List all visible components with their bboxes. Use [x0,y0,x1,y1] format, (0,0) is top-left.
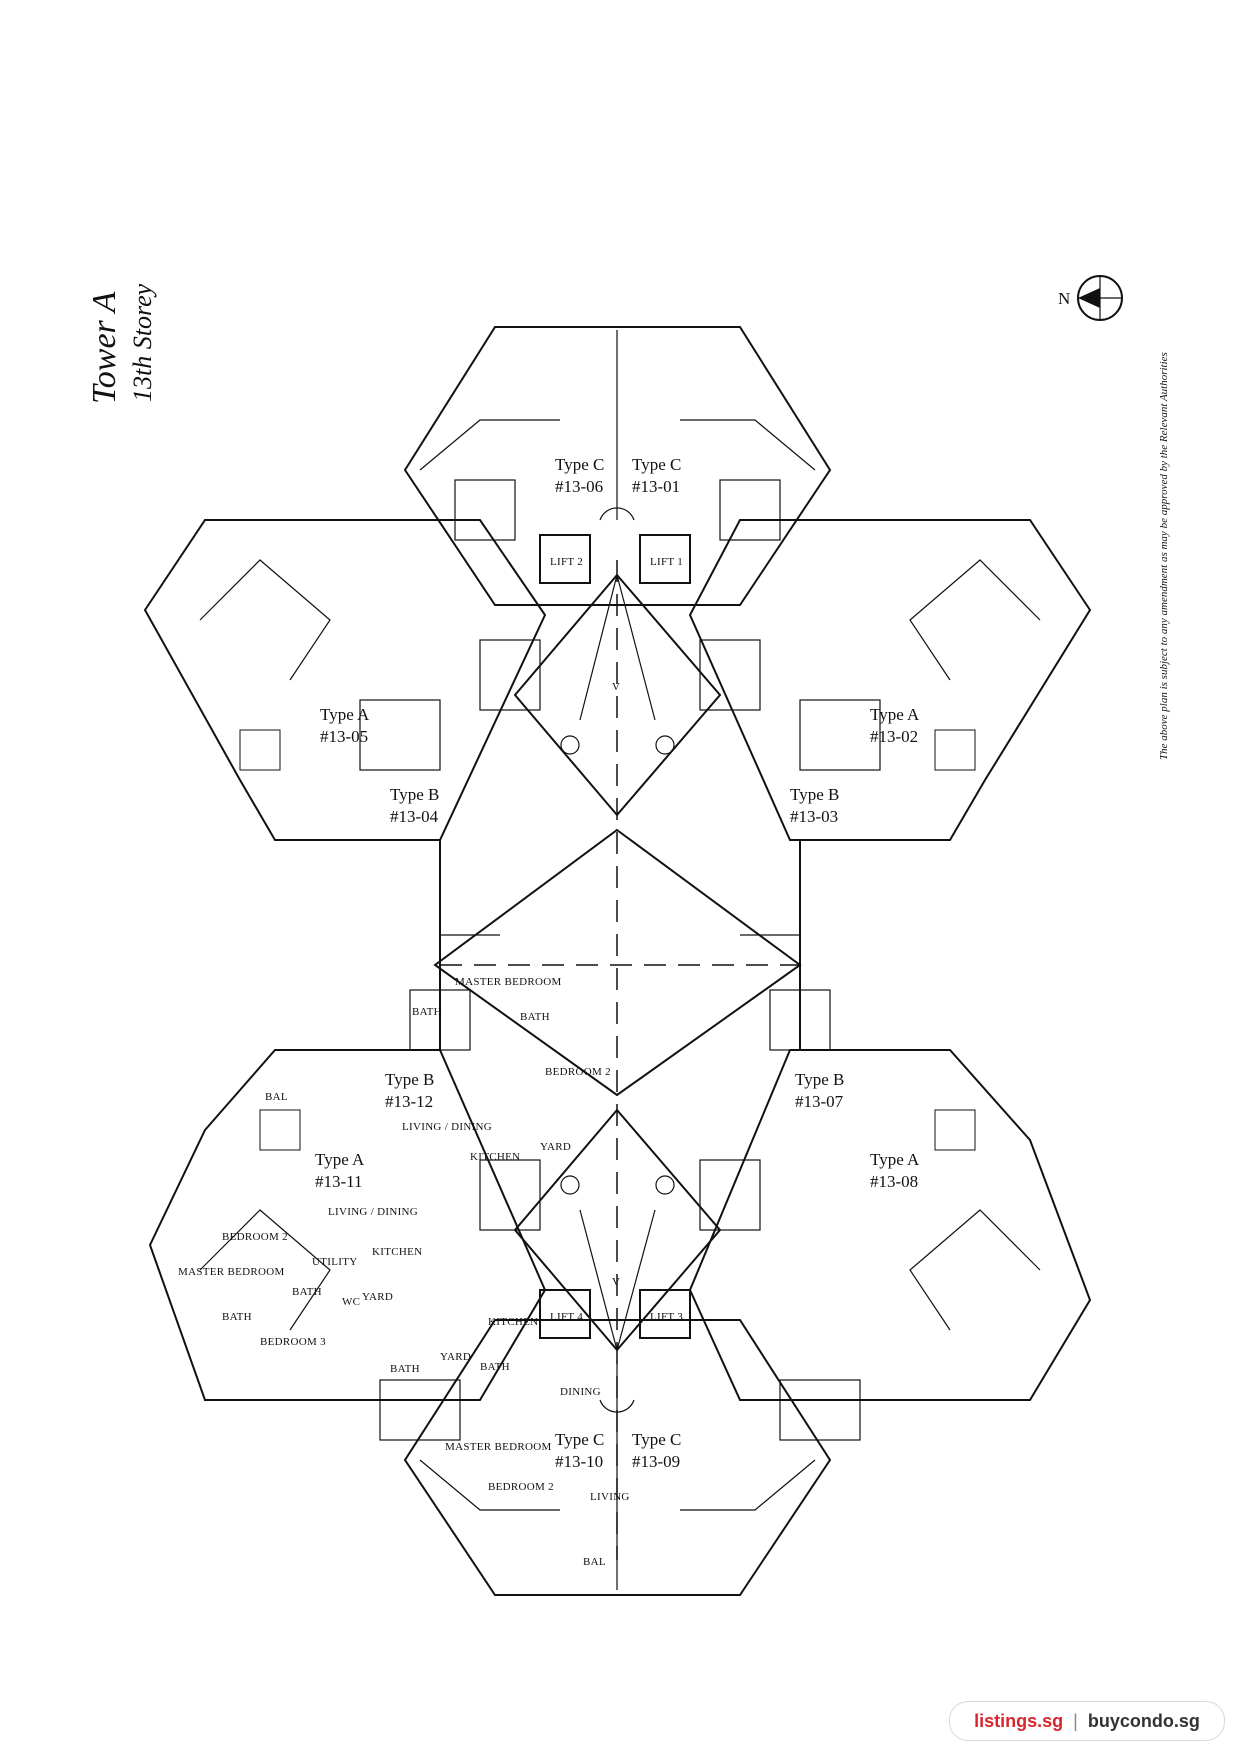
building-outline [143,326,1092,1596]
unit-number: #13-04 [390,807,439,826]
room-bath: BATH [412,1006,442,1018]
unit-type: Type B [795,1070,844,1089]
unit-type: Type A [870,1150,920,1169]
lift-1: LIFT 1 [639,534,691,584]
lift-4: LIFT 4 [539,1289,591,1339]
brand-separator: | [1073,1710,1078,1731]
unit-number: #13-01 [632,477,680,496]
room-wc: WC [342,1296,360,1308]
unit-number: #13-03 [790,807,838,826]
unit-number: #13-12 [385,1092,433,1111]
unit-type: Type C [555,455,604,474]
unit-number: #13-09 [632,1452,680,1471]
unit-number: #13-05 [320,727,368,746]
room-utility: UTILITY [312,1256,357,1268]
lift-3: LIFT 3 [639,1289,691,1339]
room-bedroom: BEDROOM 3 [260,1336,326,1348]
room-bath: BATH [292,1286,322,1298]
unit-type: Type B [790,785,839,804]
room-bal: BAL [583,1556,606,1568]
room-master-bedroom: MASTER BEDROOM [455,976,562,988]
room-bath: BATH [480,1361,510,1373]
room-kitchen: KITCHEN [470,1151,520,1163]
unit-type: Type C [632,1430,681,1449]
room-living-dining: LIVING / DINING [328,1206,418,1218]
svg-text:LIFT 3: LIFT 3 [650,1311,683,1323]
unit-type: Type C [555,1430,604,1449]
plan-title-tower: Tower A [86,291,123,404]
brand-listings-link[interactable]: listings.sg [974,1710,1064,1731]
void-marker: V [612,1276,620,1288]
lift-2: LIFT 2 [539,534,591,584]
room-bal: BAL [265,1091,288,1103]
unit-type: Type A [320,705,370,724]
svg-text:LIFT 1: LIFT 1 [650,556,683,568]
plan-title-storey: 13th Storey [128,283,157,402]
unit-type: Type B [390,785,439,804]
room-yard: YARD [440,1351,471,1363]
unit-number: #13-08 [870,1172,918,1191]
room-bedroom: BEDROOM 2 [545,1066,611,1078]
interior-partitions [199,419,1041,1511]
room-bedroom: BEDROOM 2 [222,1231,288,1243]
unit-type: Type A [870,705,920,724]
unit-number: #13-10 [555,1452,603,1471]
room-master-bedroom: MASTER BEDROOM [178,1266,285,1278]
room-labels: MASTER BEDROOM BEDROOM 2 LIVING / DINING… [178,681,630,1568]
unit-labels: Type C #13-06 Type C #13-01 Type A #13-0… [315,455,920,1471]
unit-number: #13-07 [795,1092,844,1111]
unit-number: #13-06 [555,477,603,496]
room-yard: YARD [362,1291,393,1303]
unit-number: #13-02 [870,727,918,746]
room-living-dining: LIVING / DINING [402,1121,492,1133]
room-living: LIVING [590,1491,630,1503]
plan-disclaimer: The above plan is subject to any amendme… [1158,352,1170,760]
unit-number: #13-11 [315,1172,363,1191]
room-bath: BATH [222,1311,252,1323]
north-compass-icon: N [1058,275,1123,321]
room-bedroom: BEDROOM 2 [488,1481,554,1493]
unit-type: Type A [315,1150,365,1169]
svg-text:LIFT 4: LIFT 4 [550,1311,583,1323]
room-master-bedroom: MASTER BEDROOM [445,1441,552,1453]
svg-text:LIFT 2: LIFT 2 [550,556,583,568]
room-dining: DINING [560,1386,601,1398]
room-bath: BATH [390,1363,420,1375]
room-kitchen: KITCHEN [372,1246,422,1258]
void-marker: V [612,681,620,693]
room-bath: BATH [520,1011,550,1023]
unit-type: Type C [632,455,681,474]
footer-brand-badge[interactable]: listings.sg | buycondo.sg [949,1701,1225,1741]
north-label: N [1058,289,1070,308]
unit-type: Type B [385,1070,434,1089]
brand-buycondo-link[interactable]: buycondo.sg [1087,1710,1200,1731]
room-yard: YARD [540,1141,571,1153]
room-kitchen: KITCHEN [488,1316,538,1328]
